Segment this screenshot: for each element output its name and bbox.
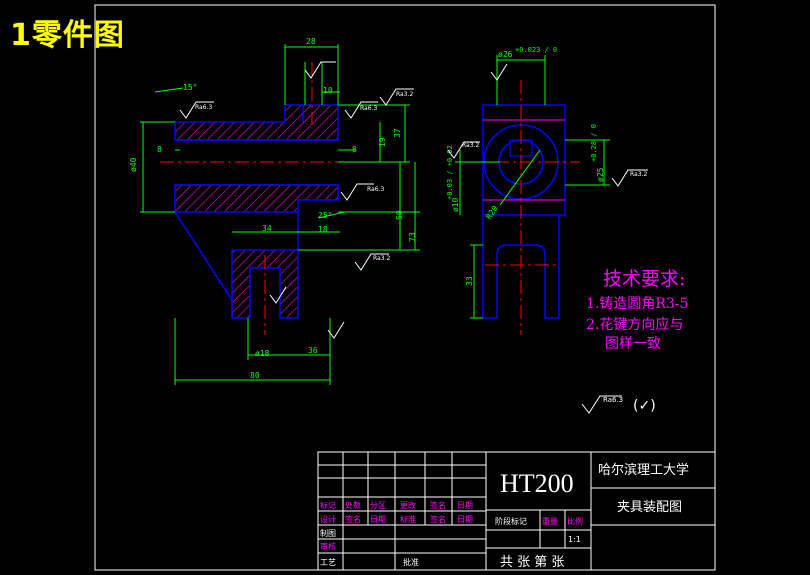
dim-34: 34 <box>262 224 272 233</box>
dim-8a: 8 <box>157 145 162 154</box>
side-view <box>470 80 580 335</box>
tech-requirements-title: 技术要求: <box>603 268 686 290</box>
general-roughness: Ra6.3 (✓) <box>581 395 656 414</box>
dim-50: 50 <box>395 210 404 220</box>
section-dim-texts: 28 10 37 19 50 73 34 18 36 80 ø40 8 8 15… <box>129 37 417 380</box>
row-label-1: 处数 <box>345 500 361 510</box>
dim-18: 18 <box>318 225 328 234</box>
side-roughness-texts: Ra3.2 Ra3.2 <box>462 142 647 178</box>
left-label-1: 审核 <box>320 541 336 551</box>
side-dimensions <box>455 55 610 319</box>
stage-label-0: 阶段标记 <box>495 516 527 526</box>
ra-1: Ra6.3 <box>195 104 212 111</box>
side-dim-texts: ø26 +0.023 / 0 ø25 +0.28 / 0 ø10 +0.03 /… <box>446 46 605 286</box>
dim-r20: R20 <box>484 204 500 221</box>
row2-label-3: 标准 <box>400 514 416 524</box>
tol-25: +0.28 / 0 <box>590 124 598 162</box>
stage-label-1: 重量 <box>542 516 558 526</box>
tech-requirement-2: 2.花键方向应与 <box>586 317 684 333</box>
left-label-0: 制图 <box>320 528 336 538</box>
angle-25: 25° <box>318 211 332 220</box>
left-label-2: 工艺 <box>320 558 336 567</box>
stage-label-2: 比例 <box>567 516 583 526</box>
dim-phi18: ø18 <box>255 349 270 358</box>
dim-40: ø40 <box>129 157 138 172</box>
dim-phi10: ø10 <box>451 197 460 212</box>
dim-phi26: ø26 <box>498 50 513 59</box>
general-ra-value: Ra6.3 <box>603 396 623 404</box>
dim-19: 19 <box>378 137 387 147</box>
tol-10: +0.03 / +0.02 <box>446 145 454 200</box>
tech-requirement-1: 1.铸造圆角R3-5 <box>586 296 689 312</box>
dim-80: 80 <box>250 371 260 380</box>
drawing-name: 夹具装配图 <box>617 500 682 515</box>
section-roughness-texts: Ra6.3 Ra6.3 Ra3.2 Ra6.3 Ra3.2 <box>195 91 413 262</box>
ra-side-2: Ra3.2 <box>630 171 647 178</box>
tol-26: +0.023 / 0 <box>515 46 557 54</box>
university: 哈尔滨理工大学 <box>598 462 689 478</box>
title-block <box>317 451 716 571</box>
dim-33: 33 <box>465 276 474 286</box>
ra-3: Ra3.2 <box>396 91 413 98</box>
dim-28: 28 <box>306 37 316 46</box>
row-label-2: 分区 <box>370 501 386 510</box>
dim-37: 37 <box>393 128 402 138</box>
row2-label-0: 设计 <box>320 514 336 524</box>
ra-2: Ra6.3 <box>360 105 377 112</box>
dim-73: 73 <box>408 232 417 242</box>
sheets: 共 张 第 张 <box>500 555 564 570</box>
material: HT200 <box>500 469 574 498</box>
row2-label-4: 签名 <box>430 514 446 524</box>
ra-side-1: Ra3.2 <box>462 142 479 149</box>
section-view <box>160 62 350 335</box>
row2-label-2: 日期 <box>370 515 386 524</box>
row2-label-1: 签名 <box>345 514 361 524</box>
ra-4: Ra6.3 <box>367 186 384 193</box>
dim-8b: 8 <box>352 145 357 154</box>
section-dimensions <box>140 44 420 385</box>
dim-phi25: ø25 <box>596 167 605 182</box>
title-block-texts: HT200 哈尔滨理工大学 夹具装配图 标记 处数 分区 更改 签名 日期 设计… <box>320 462 689 570</box>
approve: 批准 <box>403 557 419 567</box>
ra-5: Ra3.2 <box>373 255 390 262</box>
dim-36: 36 <box>308 346 318 355</box>
dim-10: 10 <box>323 86 333 95</box>
tech-requirement-3: 图样一致 <box>605 336 661 352</box>
row-label-0: 标记 <box>320 500 336 510</box>
section-roughness <box>179 61 414 339</box>
page-title: 1零件图 <box>10 18 125 53</box>
row-label-5: 日期 <box>457 501 473 510</box>
row-label-3: 更改 <box>400 500 416 510</box>
angle-15: 15° <box>183 83 197 92</box>
scale: 1:1 <box>568 535 581 544</box>
general-ra-mark: (✓) <box>633 398 656 414</box>
row-label-4: 签名 <box>430 500 446 510</box>
row2-label-5: 日期 <box>457 515 473 524</box>
side-roughness <box>447 63 648 187</box>
